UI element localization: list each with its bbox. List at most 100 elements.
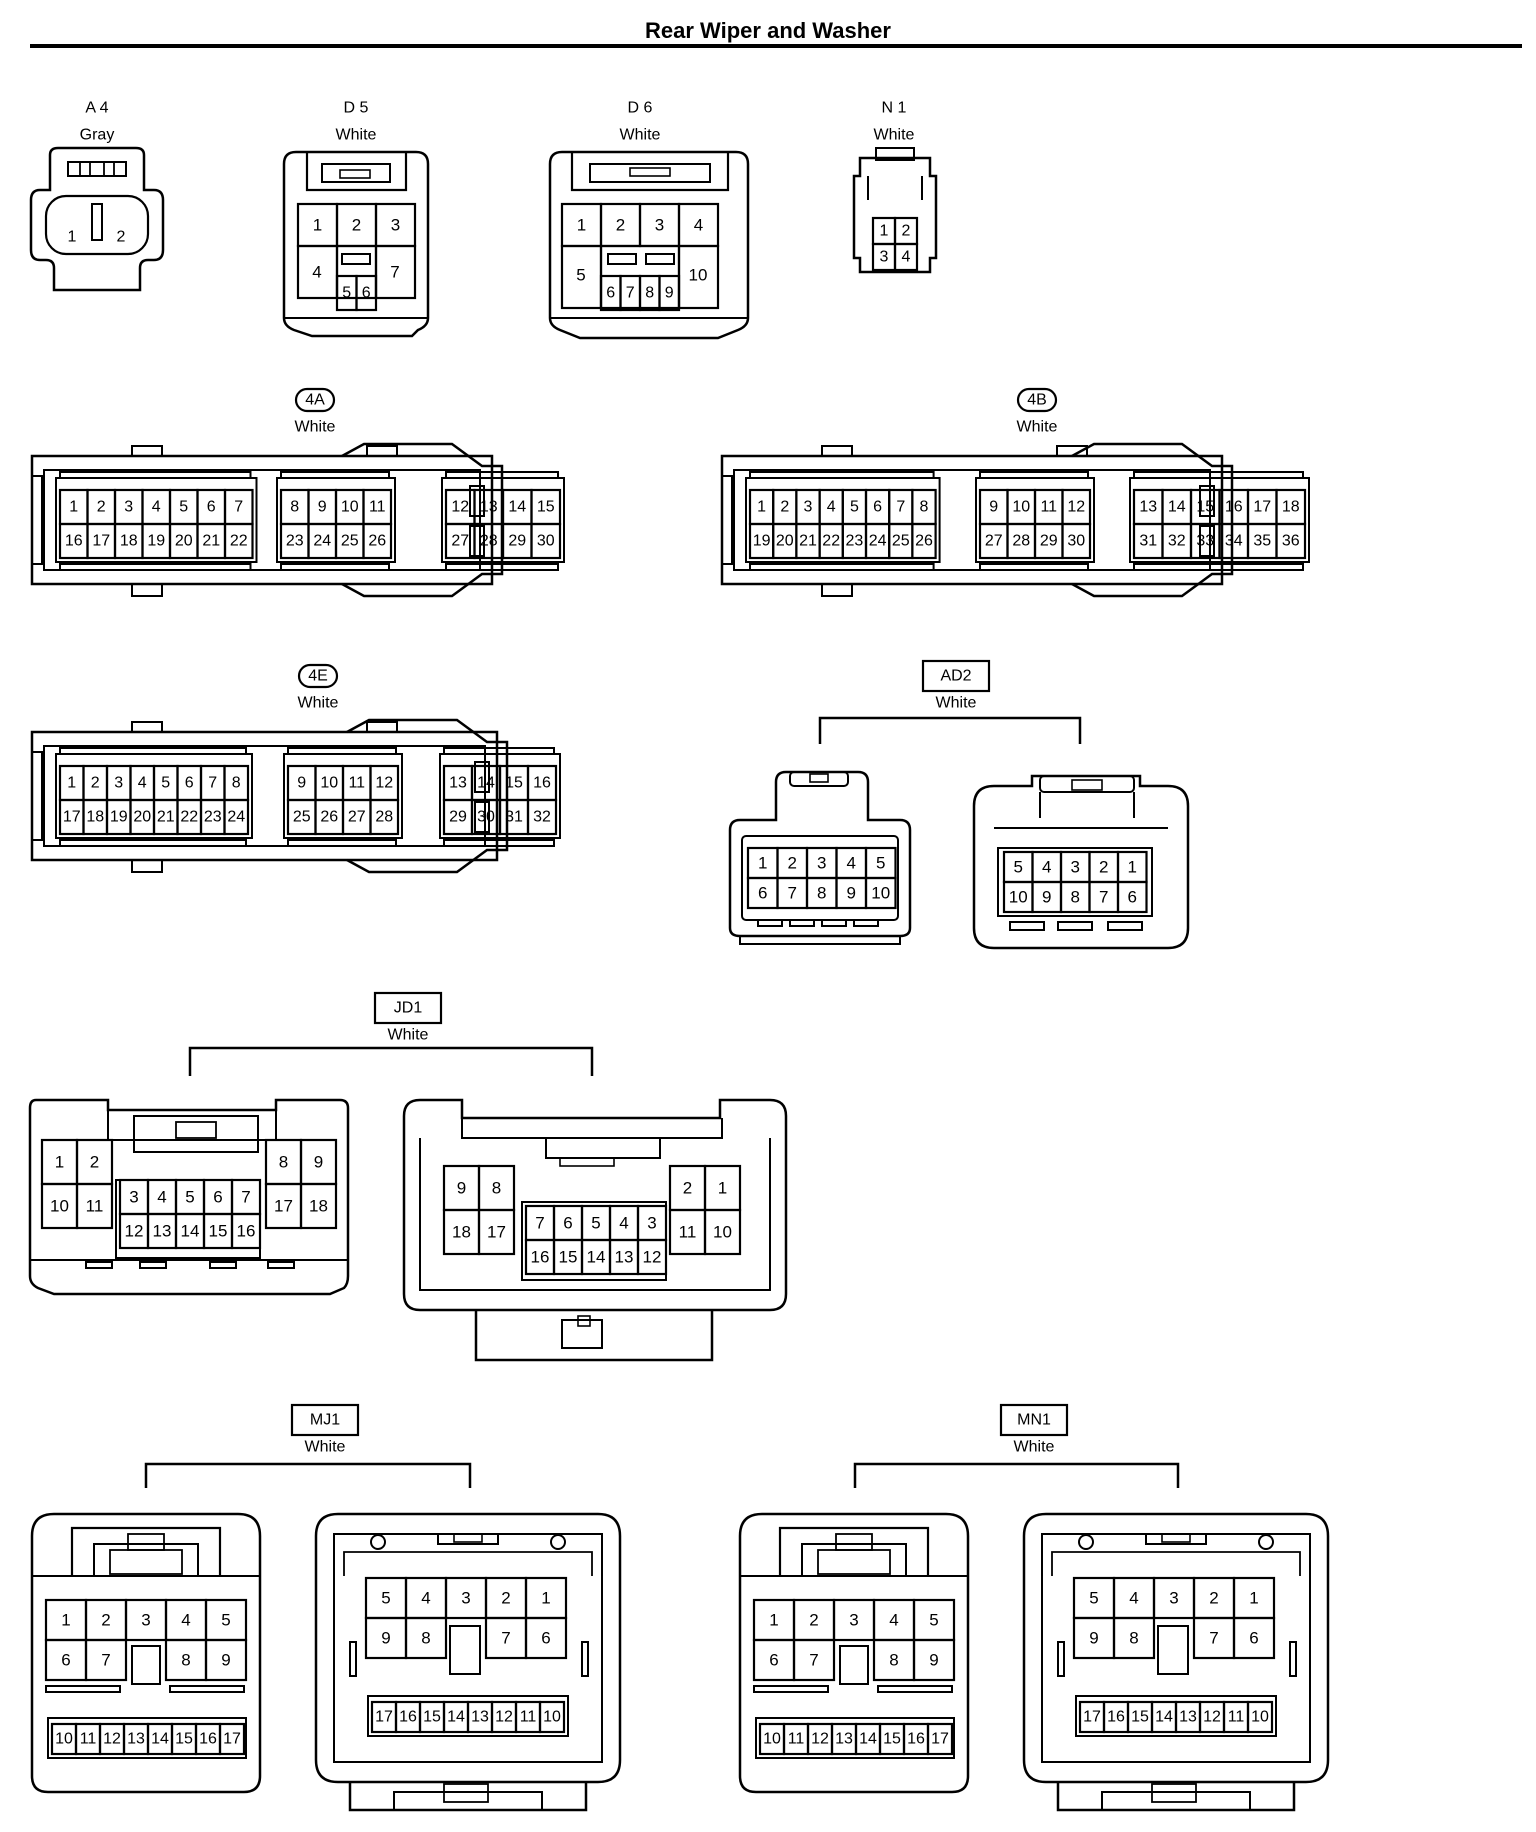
- pin-number: 13: [153, 1222, 172, 1241]
- pin-number: 1: [1128, 858, 1137, 877]
- pin-number: 13: [480, 499, 498, 516]
- pin-number: 9: [989, 499, 998, 516]
- pin-number: 13: [615, 1248, 634, 1267]
- pin-number: 15: [209, 1222, 228, 1241]
- pin-number: 2: [101, 1611, 110, 1630]
- pin-cell: [477, 1208, 516, 1256]
- connector-code: N 1: [882, 100, 907, 117]
- pin-number: 2: [352, 216, 361, 235]
- pin-number: 3: [1071, 858, 1080, 877]
- pin-number: 1: [758, 854, 767, 873]
- pin-number: 23: [286, 533, 304, 550]
- pin-number: 33: [1196, 533, 1214, 550]
- pin-number: 9: [847, 884, 856, 903]
- pin-number: 18: [86, 809, 104, 826]
- pin-number: 2: [1099, 858, 1108, 877]
- pin-number: 6: [541, 1629, 550, 1648]
- pin-number: 11: [86, 1197, 104, 1216]
- pin-number: 10: [320, 775, 338, 792]
- pin-cell: [911, 522, 937, 560]
- pin-number: 6: [1128, 888, 1137, 907]
- pin-number: 2: [780, 499, 789, 516]
- pin-number: 10: [50, 1197, 69, 1216]
- connector-color: White: [305, 1439, 346, 1456]
- pin-cell: [703, 1208, 742, 1256]
- pin-number: 26: [915, 533, 933, 550]
- page-title: Rear Wiper and Washer: [645, 18, 891, 43]
- pin-number: 24: [869, 533, 887, 550]
- pin-number: 30: [1067, 533, 1085, 550]
- pin-number: 29: [508, 533, 526, 550]
- pair-bracket: [188, 1046, 594, 1076]
- pin-number: 2: [97, 499, 106, 516]
- connector-code: D 5: [344, 100, 369, 117]
- pin-number: 32: [533, 809, 551, 826]
- pin-number: 8: [290, 499, 299, 516]
- pin-number: 2: [91, 775, 100, 792]
- pin-number: 21: [157, 809, 175, 826]
- pin-number: 6: [563, 1214, 572, 1233]
- pin-number: 18: [1282, 499, 1300, 516]
- connector-color: Gray: [80, 127, 115, 144]
- pair-bracket: [144, 1462, 472, 1488]
- pin-number: 1: [55, 1153, 64, 1172]
- pin-number: 36: [1282, 533, 1300, 550]
- pin-number: 8: [817, 884, 826, 903]
- pin-number: 27: [985, 533, 1003, 550]
- pin-number: 5: [179, 499, 188, 516]
- pin-number: 10: [1009, 888, 1028, 907]
- pin-number: 15: [175, 1731, 193, 1748]
- pin-number: 17: [487, 1223, 506, 1242]
- pin-cell: [893, 242, 919, 272]
- pin-number: 2: [616, 216, 625, 235]
- pin-number: 16: [399, 1709, 417, 1726]
- pin-number: 3: [655, 216, 664, 235]
- connector-code: MN1: [1017, 1412, 1051, 1429]
- pin-number: 7: [234, 499, 243, 516]
- pin-number: 9: [381, 1629, 390, 1648]
- pin-number: 14: [447, 1709, 465, 1726]
- connector-color: White: [1014, 1439, 1055, 1456]
- pin-number: 2: [1209, 1589, 1218, 1608]
- pin-number: 8: [492, 1179, 501, 1198]
- pin-number: 17: [274, 1197, 293, 1216]
- pin-number: 28: [1012, 533, 1030, 550]
- pin-number: 1: [541, 1589, 550, 1608]
- pin-cell: [864, 876, 897, 910]
- pin-cell: [526, 798, 558, 836]
- pin-number: 3: [114, 775, 123, 792]
- pin-number: 3: [1169, 1589, 1178, 1608]
- pin-number: 22: [822, 533, 840, 550]
- pin-number: 10: [55, 1731, 73, 1748]
- connector-code: 4B: [1027, 392, 1047, 409]
- pin-number: 5: [1014, 858, 1023, 877]
- connector-code: A 4: [85, 100, 108, 117]
- pin-number: 3: [804, 499, 813, 516]
- pin-number: 11: [679, 1223, 697, 1242]
- pin-number: 4: [827, 499, 836, 516]
- pin-number: 6: [1249, 1629, 1258, 1648]
- pin-cell: [369, 798, 400, 836]
- pin-number: 7: [1209, 1629, 1218, 1648]
- pin-number: 5: [1089, 1589, 1098, 1608]
- pin-number: 11: [788, 1731, 805, 1748]
- pin-cell: [299, 1182, 338, 1230]
- pin-number: 1: [69, 499, 78, 516]
- pin-number: 16: [531, 1248, 550, 1267]
- pin-number: 6: [213, 1188, 222, 1207]
- pin-number: 6: [758, 884, 767, 903]
- pin-number: 13: [1139, 499, 1157, 516]
- pin-number: 21: [799, 533, 817, 550]
- pin-number: 1: [757, 499, 766, 516]
- pin-number: 15: [1196, 499, 1214, 516]
- pin-number: 2: [501, 1589, 510, 1608]
